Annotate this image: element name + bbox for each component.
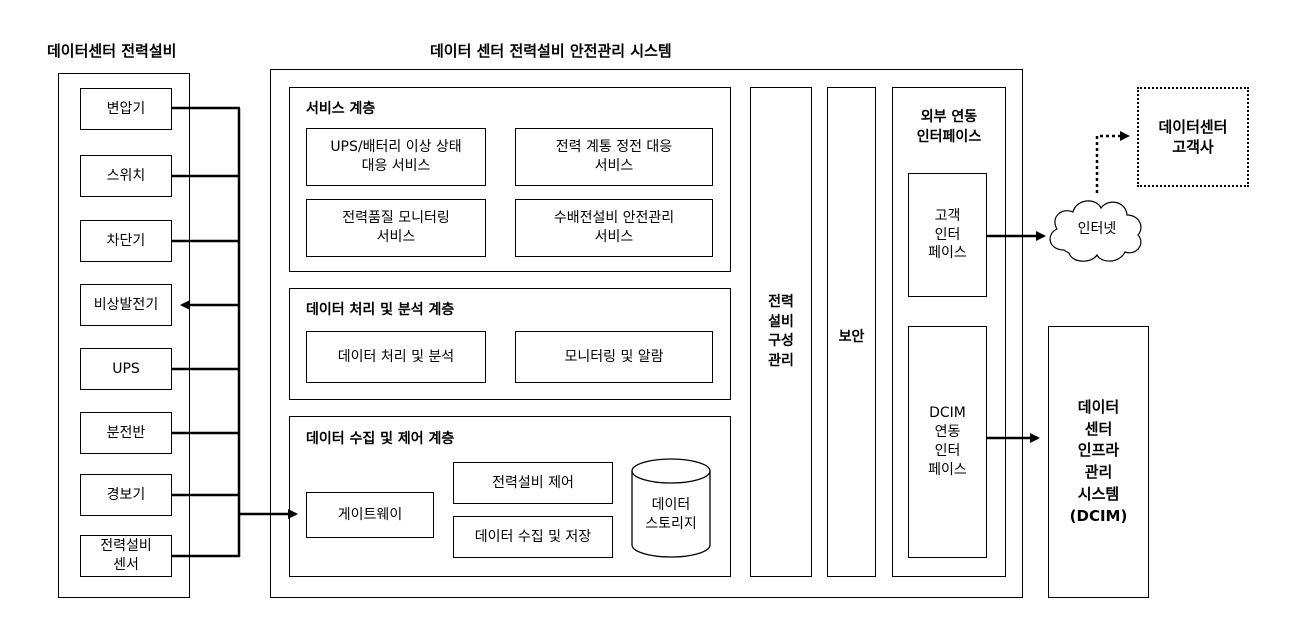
equipment-sensor[interactable]: 전력설비 센서 bbox=[80, 535, 172, 577]
system-container bbox=[270, 69, 1023, 598]
dcim-interface[interactable]: DCIM 연동 인터 페이스 bbox=[908, 326, 987, 558]
processing-layer bbox=[289, 288, 731, 400]
data-storage-icon bbox=[631, 458, 711, 558]
system-title: 데이터 센터 전력설비 안전관리 시스템 bbox=[430, 42, 672, 60]
config-management-label: 전력 설비 구성 관리 bbox=[768, 294, 794, 369]
security-column[interactable]: 보안 bbox=[827, 87, 876, 577]
left-panel-title: 데이터센터 전력설비 bbox=[47, 42, 177, 60]
equipment-distribution-board[interactable]: 분전반 bbox=[80, 412, 172, 454]
service-power-quality[interactable]: 전력품질 모니터링 서비스 bbox=[306, 199, 486, 257]
internet-label: 인터넷 bbox=[1077, 220, 1117, 237]
equipment-ups[interactable]: UPS bbox=[80, 348, 172, 390]
equipment-transformer[interactable]: 변압기 bbox=[80, 88, 172, 130]
equipment-generator[interactable]: 비상발전기 bbox=[80, 284, 172, 326]
data-collect-store[interactable]: 데이터 수집 및 저장 bbox=[453, 516, 613, 558]
external-interface-title: 외부 연동 인터페이스 bbox=[916, 109, 982, 145]
cloud-icon bbox=[1049, 200, 1142, 262]
customer-interface[interactable]: 고객 인터 페이스 bbox=[908, 173, 987, 297]
equipment-alarm[interactable]: 경보기 bbox=[80, 474, 172, 516]
service-layer bbox=[289, 87, 731, 272]
customer-box[interactable]: 데이터센터 고객사 bbox=[1137, 87, 1249, 187]
config-management-column[interactable]: 전력 설비 구성 관리 bbox=[750, 87, 812, 577]
service-ups-battery[interactable]: UPS/배터리 이상 상태 대응 서비스 bbox=[306, 128, 486, 186]
equipment-switch[interactable]: 스위치 bbox=[80, 155, 172, 197]
collection-layer-title: 데이터 수집 및 제어 계층 bbox=[306, 431, 455, 447]
service-switchgear-safety[interactable]: 수배전설비 안전관리 서비스 bbox=[515, 199, 713, 257]
security-label: 보안 bbox=[838, 329, 865, 345]
left-panel bbox=[58, 73, 190, 598]
dcim-box[interactable]: 데이터 센터 인프라 관리 시스템 (DCIM) bbox=[1048, 326, 1149, 598]
collection-layer bbox=[289, 416, 731, 577]
service-power-outage[interactable]: 전력 계통 정전 대응 서비스 bbox=[515, 128, 713, 186]
service-layer-title: 서비스 계층 bbox=[306, 101, 376, 117]
monitoring-alarm[interactable]: 모니터링 및 알람 bbox=[515, 331, 713, 383]
equipment-breaker[interactable]: 차단기 bbox=[80, 220, 172, 262]
data-processing-analysis[interactable]: 데이터 처리 및 분석 bbox=[306, 331, 486, 383]
power-equipment-control[interactable]: 전력설비 제어 bbox=[453, 462, 613, 504]
gateway[interactable]: 게이트웨이 bbox=[306, 492, 434, 538]
processing-layer-title: 데이터 처리 및 분석 계층 bbox=[306, 302, 455, 318]
data-storage-label: 데이터 스토리지 bbox=[645, 497, 697, 532]
